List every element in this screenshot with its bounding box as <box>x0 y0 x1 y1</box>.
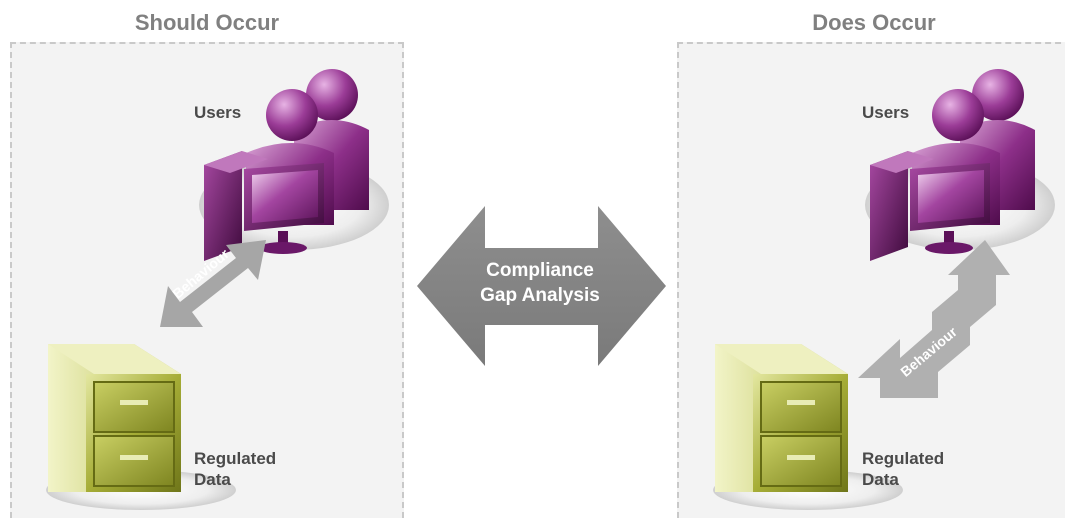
users-icon <box>865 69 1055 261</box>
does-occur-title: Does Occur <box>812 10 936 35</box>
regulated-data-label: Regulated Data <box>862 448 944 490</box>
regulated-data-line2: Data <box>862 470 899 489</box>
compliance-gap-line1: Compliance <box>486 260 594 281</box>
regulated-data-line2: Data <box>194 470 231 489</box>
users-label: Users <box>194 103 242 122</box>
should-occur-title: Should Occur <box>134 10 280 35</box>
regulated-data-label: Regulated Data <box>194 448 276 490</box>
behaviour-arrow-right <box>858 240 1010 398</box>
compliance-gap-arrow <box>417 206 666 366</box>
compliance-gap-line2: Gap Analysis <box>480 285 600 306</box>
users-label: Users <box>862 103 910 122</box>
users-icon <box>199 69 389 261</box>
regulated-data-line1: Regulated <box>194 449 277 468</box>
compliance-gap-label: Compliance Gap Analysis <box>440 258 640 308</box>
regulated-data-line1: Regulated <box>862 449 945 468</box>
behaviour-arrow-left <box>160 240 266 327</box>
